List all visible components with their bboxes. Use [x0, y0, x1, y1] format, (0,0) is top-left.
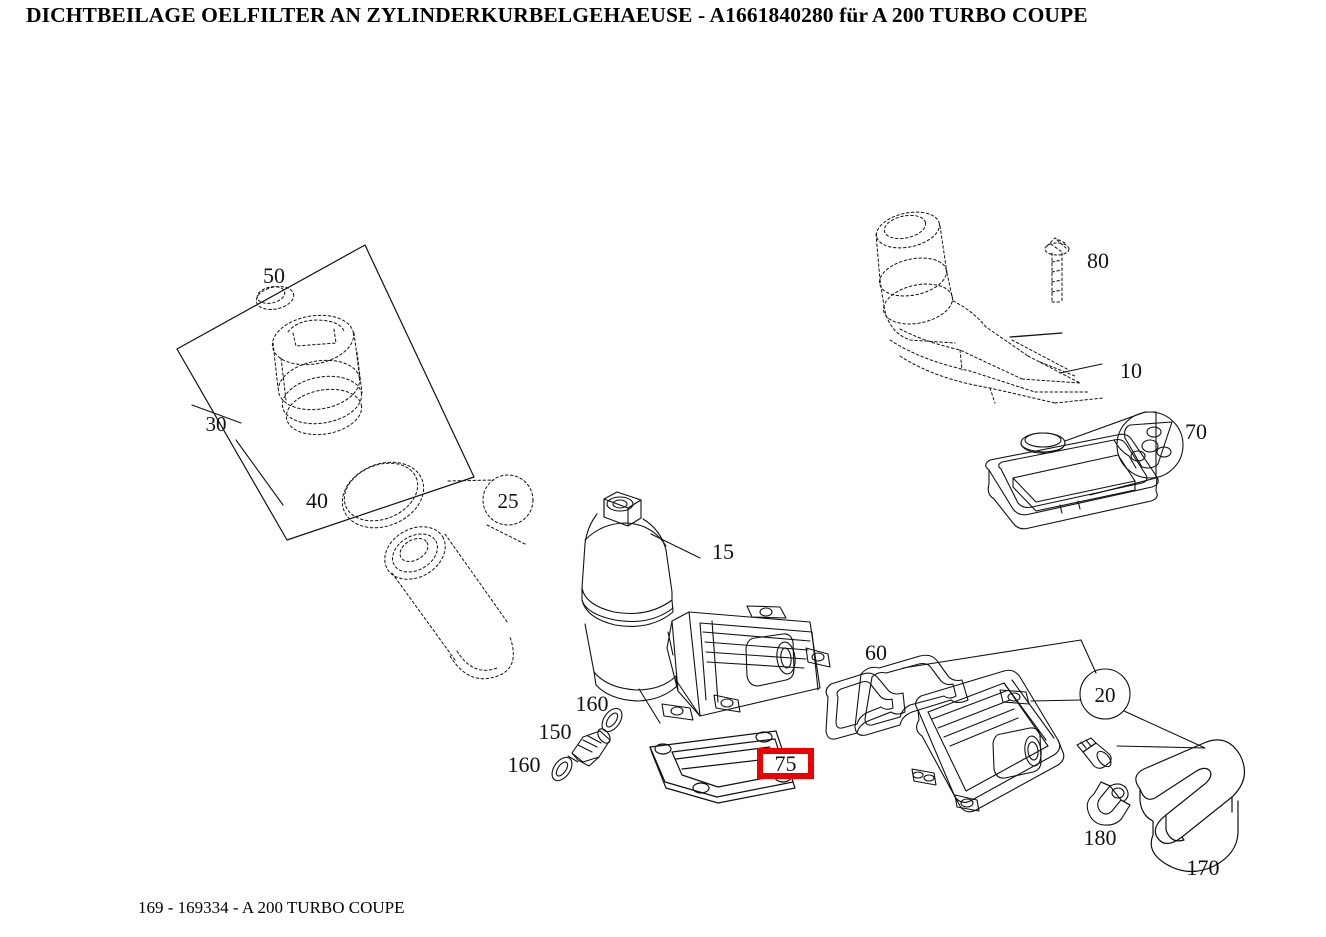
- part-hose-170: [1135, 739, 1246, 873]
- callout-160-upper: 160: [576, 691, 609, 716]
- callout-180: 180: [1084, 825, 1117, 850]
- part-phantom-oring-40: [341, 461, 425, 529]
- part-oil-filter-housing-15: [581, 491, 831, 724]
- leader-15: [650, 533, 701, 559]
- callout-160-lower: 160: [508, 752, 541, 777]
- part-connector-150: [567, 728, 611, 767]
- part-phantom-filter-cap: [255, 286, 363, 436]
- part-oring-70: [1020, 432, 1066, 454]
- part-gasket-75: [649, 730, 796, 804]
- part-bolt-180: [1076, 737, 1112, 769]
- part-phantom-cartridge-25: [384, 526, 514, 680]
- callout-30: 30: [206, 412, 227, 436]
- callout-50: 50: [263, 263, 285, 288]
- part-oil-cooler-20: [911, 669, 1065, 813]
- leader-10: [1059, 363, 1103, 374]
- callout-150: 150: [539, 719, 572, 744]
- callout-40: 40: [306, 488, 328, 513]
- part-cover-plate-70: [985, 433, 1159, 530]
- callout-170: 170: [1187, 855, 1220, 880]
- page-footer: 169 - 169334 - A 200 TURBO COUPE: [138, 898, 405, 917]
- page-title: DICHTBEILAGE OELFILTER AN ZYLINDERKURBEL…: [26, 3, 1088, 27]
- group-30-reference-box: [176, 244, 475, 541]
- callout-60: 60: [865, 640, 887, 665]
- part-triangular-flange-70: [1124, 421, 1173, 469]
- part-bolt-80: [1044, 237, 1070, 303]
- part-hose-clamp-180: [1086, 781, 1131, 826]
- callout-25: 25: [498, 489, 519, 513]
- callout-20: 20: [1095, 683, 1116, 707]
- part-gasket-60: [825, 654, 969, 740]
- part-phantom-housing-10: [875, 211, 1104, 404]
- leader-20: [1030, 639, 1206, 749]
- leader-25: [447, 474, 534, 546]
- callout-75: 75: [774, 751, 797, 776]
- diagram-svg: 50 30 40 25 15 160 150 160 60 20 180 170…: [176, 211, 1246, 880]
- highlight-box-75: [757, 748, 814, 779]
- leader-70: [1064, 411, 1184, 496]
- callout-10: 10: [1120, 358, 1142, 383]
- part-washer-160-upper: [601, 707, 623, 733]
- callout-80: 80: [1087, 248, 1109, 273]
- parts-diagram: 50 30 40 25 15 160 150 160 60 20 180 170…: [0, 40, 1326, 890]
- callout-labels: 50 30 40 25 15 160 150 160 60 20 180 170…: [206, 248, 1220, 880]
- callout-15: 15: [712, 539, 734, 564]
- part-washer-160-lower: [551, 756, 573, 782]
- callout-70: 70: [1185, 419, 1207, 444]
- leader-60: [902, 639, 1082, 669]
